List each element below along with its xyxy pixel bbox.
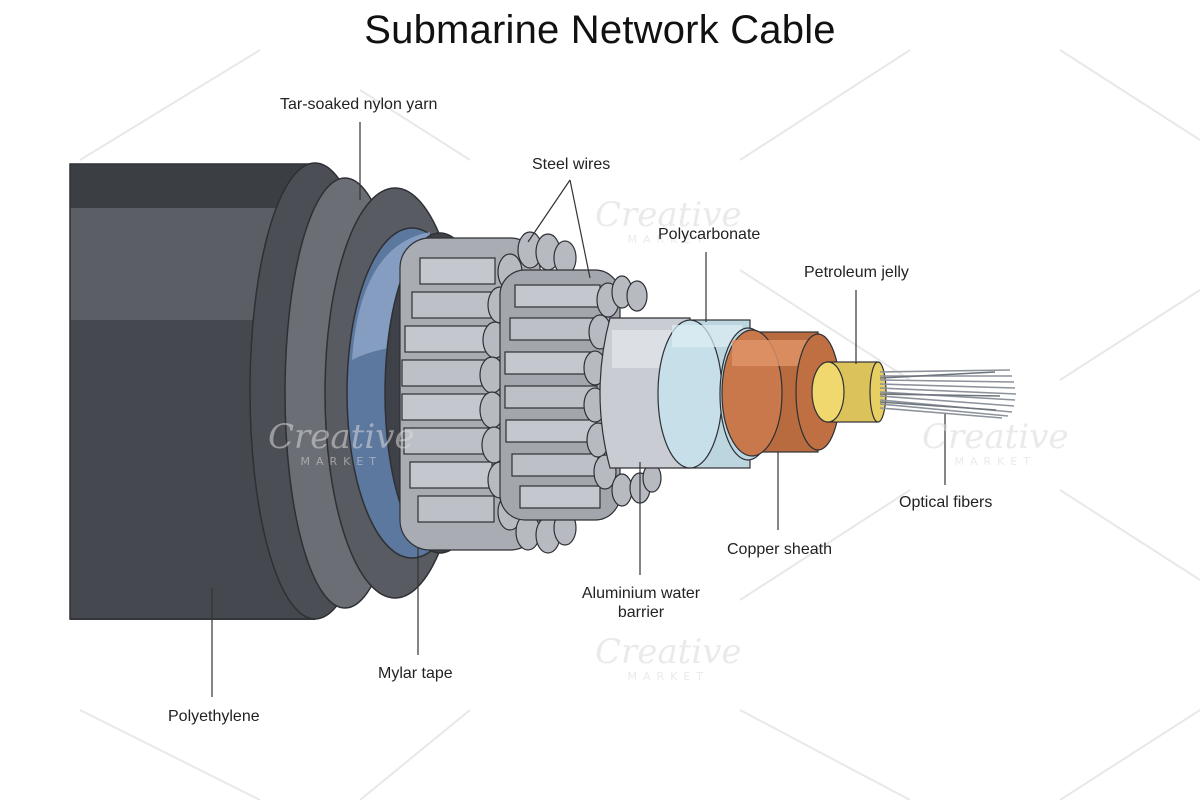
label-copper-sheath: Copper sheath — [727, 541, 832, 558]
label-aluminium-water-barrier: Aluminium water barrier — [572, 584, 710, 622]
label-steel-wires: Steel wires — [532, 156, 611, 173]
optical-fibers — [879, 369, 1017, 419]
leader-lines — [211, 122, 946, 697]
label-aluminium-water-barrier-line2: barrier — [617, 604, 665, 621]
leader-steel-wires-2 — [569, 179, 591, 279]
petroleum-jelly-layer — [811, 361, 887, 423]
label-optical-fibers: Optical fibers — [899, 494, 993, 511]
leader-steel-wires-1 — [527, 179, 571, 243]
diagram-title: Submarine Network Cable — [364, 8, 836, 52]
label-petroleum-jelly: Petroleum jelly — [804, 264, 909, 281]
label-polyethylene: Polyethylene — [168, 708, 260, 725]
steel-wires-inner — [499, 269, 662, 521]
label-tar-soaked-nylon-yarn: Tar-soaked nylon yarn — [280, 96, 438, 113]
label-aluminium-water-barrier-line1: Aluminium water — [581, 585, 701, 602]
label-mylar-tape: Mylar tape — [378, 665, 453, 682]
label-polycarbonate: Polycarbonate — [658, 226, 761, 243]
